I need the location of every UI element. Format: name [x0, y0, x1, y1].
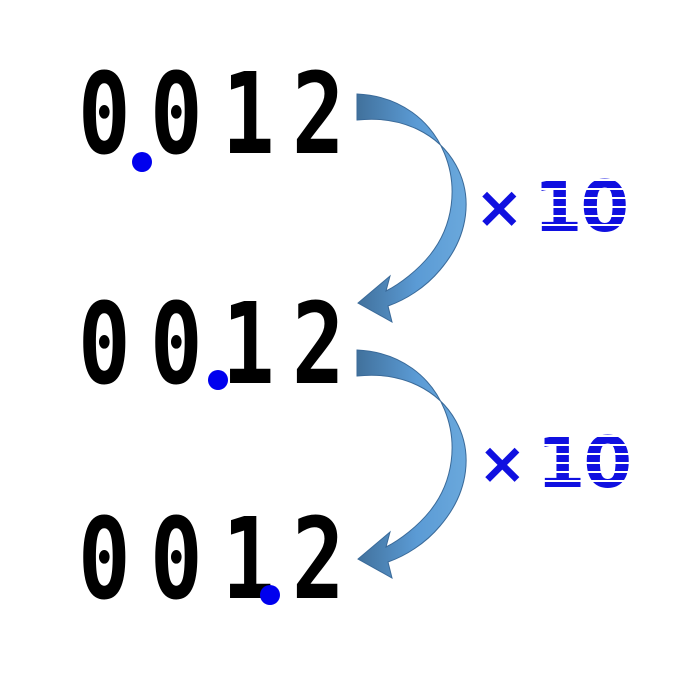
digit: 2 — [292, 495, 345, 625]
times-sign: × — [478, 429, 527, 497]
curved-arrow-down-icon — [356, 93, 467, 324]
factor-value: 10 — [536, 422, 632, 504]
digit: 0 — [150, 495, 203, 625]
times-sign: × — [475, 173, 524, 241]
digit: 2 — [292, 280, 345, 410]
decimal-point — [208, 370, 228, 390]
digit: 1 — [222, 50, 275, 180]
decimal-point — [132, 152, 152, 172]
digit: 0 — [78, 50, 131, 180]
digit: 0 — [78, 280, 131, 410]
digit: 1 — [222, 280, 275, 410]
digit: 0 — [78, 495, 131, 625]
digit: 2 — [292, 50, 345, 180]
factor-value: 10 — [533, 166, 629, 248]
decimal-point — [260, 585, 280, 605]
multiply-by-ten-label-2: × 10 — [478, 422, 632, 504]
curved-arrow-down-icon — [356, 349, 467, 580]
digit: 0 — [150, 280, 203, 410]
multiply-by-ten-label-1: × 10 — [475, 166, 629, 248]
digit: 0 — [150, 50, 203, 180]
